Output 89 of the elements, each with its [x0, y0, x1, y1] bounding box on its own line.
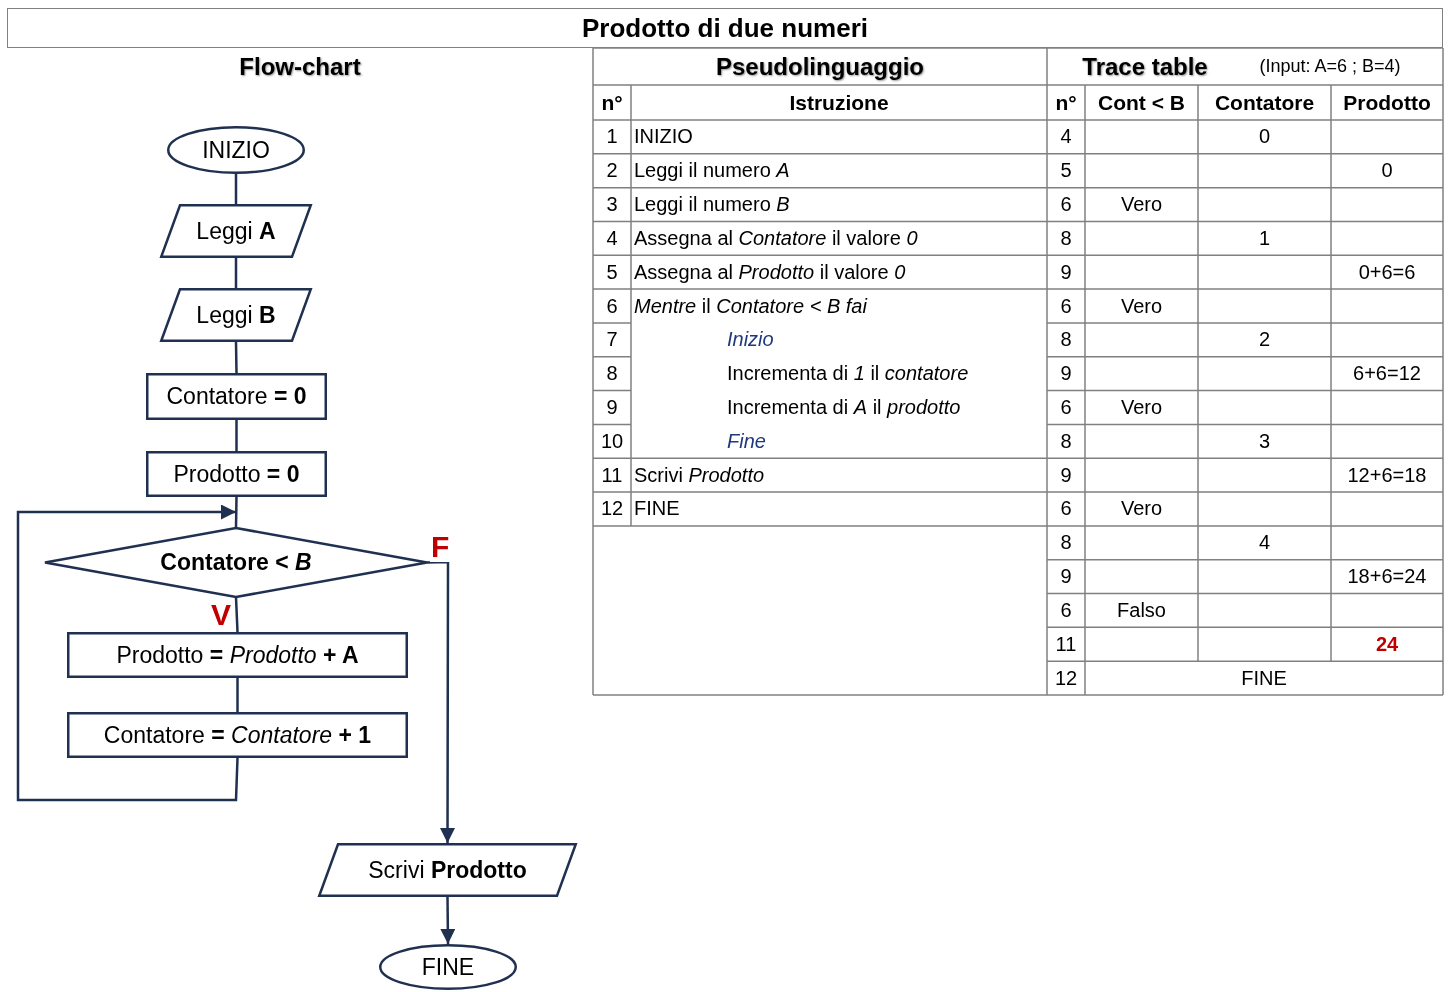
node-text: Contatore < B — [160, 549, 312, 576]
step-number: 9 — [1060, 260, 1072, 284]
step-number: 8 — [1060, 226, 1072, 250]
connector-line — [234, 258, 238, 288]
node-text: Prodotto = 0 — [173, 460, 300, 488]
trace-value: 0 — [1258, 125, 1271, 149]
trace-value: 2 — [1258, 328, 1271, 352]
column-header: Contatore — [1214, 90, 1315, 115]
instruction-text: Scrivi Prodotto — [634, 463, 765, 487]
instruction-text: Leggi il numero B — [634, 193, 790, 217]
trace-value: 1 — [1258, 226, 1271, 250]
node-text: INIZIO — [202, 136, 270, 164]
instruction-text: Fine — [727, 429, 766, 453]
trace-value: 0 — [1381, 159, 1393, 183]
step-number: 1 — [606, 125, 618, 149]
step-number: 7 — [606, 328, 618, 352]
step-number: 5 — [1060, 159, 1072, 183]
instruction-text: Incrementa di A il prodotto — [727, 396, 961, 419]
node-text: Prodotto = Prodotto + A — [116, 641, 359, 669]
connector-line — [235, 420, 238, 451]
step-number: 8 — [1060, 328, 1072, 352]
trace-value: 3 — [1258, 429, 1271, 453]
step-number: 6 — [606, 294, 618, 318]
arrow — [440, 897, 456, 944]
step-number: 9 — [1060, 463, 1072, 487]
instruction-text: Incrementa di 1 il contatore — [727, 362, 969, 386]
trace-value: FINE — [1241, 666, 1287, 690]
step-number: 8 — [1060, 531, 1072, 555]
step-number: 5 — [606, 260, 618, 284]
step-number: 9 — [1060, 565, 1072, 589]
connector-line — [234, 596, 239, 633]
trace-value: Vero — [1120, 396, 1163, 419]
step-number: 9 — [1060, 362, 1072, 386]
trace-value: Falso — [1117, 598, 1166, 622]
column-header: n° — [601, 90, 623, 115]
step-number: 10 — [600, 429, 624, 453]
step-number: 6 — [1060, 396, 1072, 419]
step-number: 12 — [600, 497, 624, 521]
section-heading: Pseudolinguaggio — [716, 52, 924, 81]
arrow — [16, 504, 239, 802]
step-number: 2 — [606, 159, 618, 183]
instruction-text: Mentre il Contatore < B fai — [634, 294, 867, 318]
trace-value: 4 — [1258, 531, 1271, 555]
step-number: 6 — [1060, 193, 1072, 217]
node-text: FINE — [421, 953, 475, 981]
step-number: 11 — [1055, 632, 1077, 656]
column-header: Prodotto — [1343, 90, 1431, 115]
trace-value: Vero — [1120, 497, 1163, 521]
trace-value: 24 — [1375, 632, 1399, 656]
connector-line — [234, 496, 238, 529]
instruction-text: Inizio — [727, 328, 774, 352]
column-header: Istruzione — [789, 90, 889, 115]
trace-value: 18+6=24 — [1347, 565, 1427, 589]
instruction-text: Assegna al Prodotto il valore 0 — [634, 260, 906, 284]
step-number: 8 — [606, 362, 618, 386]
node-text: Leggi B — [196, 301, 276, 329]
step-number: 6 — [1060, 294, 1072, 318]
input-note: (Input: A=6 ; B=4) — [1259, 56, 1401, 77]
connector-line — [234, 174, 238, 204]
step-number: 4 — [606, 226, 618, 250]
node-text: Contatore = Contatore + 1 — [103, 721, 372, 749]
step-number: 11 — [601, 463, 623, 487]
section-heading: Flow-chart — [239, 53, 361, 81]
step-number: 9 — [606, 396, 618, 419]
step-number: 12 — [1054, 666, 1078, 690]
instruction-text: Leggi il numero A — [634, 159, 790, 183]
instruction-text: Assegna al Contatore il valore 0 — [634, 226, 918, 250]
step-number: 6 — [1060, 598, 1072, 622]
trace-value: 12+6=18 — [1347, 463, 1427, 487]
trace-value: Vero — [1120, 193, 1163, 217]
trace-value: Vero — [1120, 294, 1163, 318]
step-number: 3 — [606, 193, 618, 217]
section-heading: Trace table — [1082, 52, 1208, 81]
step-number: 8 — [1060, 429, 1072, 453]
instruction-text: FINE — [634, 497, 680, 521]
diagram-title: Prodotto di due numeri — [7, 8, 1443, 48]
instruction-text: INIZIO — [634, 125, 693, 149]
trace-value: 0+6=6 — [1358, 260, 1416, 284]
connector-line — [236, 678, 239, 712]
column-header: n° — [1055, 90, 1077, 115]
trace-value: 6+6=12 — [1353, 362, 1421, 386]
step-number: 6 — [1060, 497, 1072, 521]
step-number: 4 — [1060, 125, 1072, 149]
node-text: Scrivi Prodotto — [368, 856, 527, 884]
connector-line — [234, 341, 238, 374]
node-text: Leggi A — [196, 217, 276, 245]
arrow — [426, 560, 456, 843]
node-text: Contatore = 0 — [166, 383, 307, 410]
column-header: Cont < B — [1098, 90, 1185, 115]
